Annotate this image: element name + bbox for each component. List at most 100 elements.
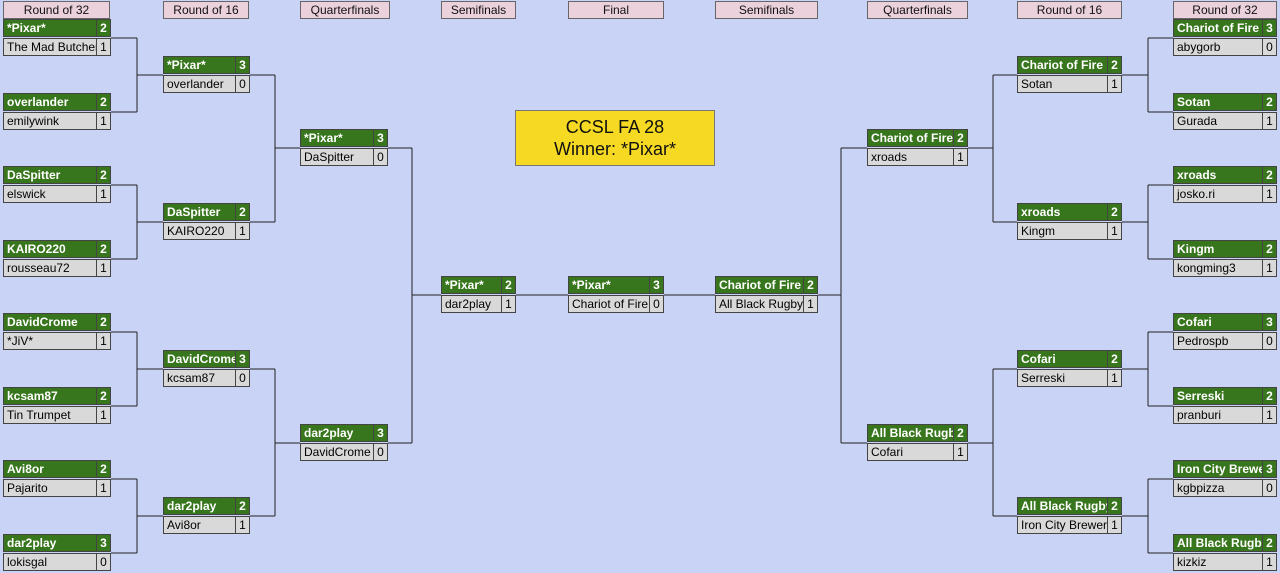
loser-name: KAIRO220	[167, 224, 225, 238]
winner-score: 3	[1262, 20, 1276, 36]
loser-score: 1	[96, 333, 110, 349]
winner-name: Kingm	[1177, 242, 1215, 256]
header-final: Final	[568, 1, 664, 19]
winner-name: *Pixar*	[572, 278, 611, 292]
header-semifinals-right: Semifinals	[715, 1, 818, 19]
winner-name: All Black Rugby	[1177, 536, 1262, 550]
winner-score: 3	[235, 57, 249, 73]
winner-score: 2	[235, 498, 249, 514]
loser-score: 1	[1107, 517, 1121, 533]
loser-name: xroads	[871, 150, 908, 164]
loser-score: 1	[235, 223, 249, 239]
winner-score: 3	[235, 351, 249, 367]
loser-name: Kingm	[1021, 224, 1056, 238]
loser-name: All Black Rugby	[719, 297, 803, 311]
loser-score: 1	[953, 444, 967, 460]
loser-score: 0	[96, 554, 110, 570]
loser-score: 1	[96, 39, 110, 55]
winner-name: *Pixar*	[7, 21, 46, 35]
loser-score: 0	[373, 149, 387, 165]
winner-name: DavidCrome	[7, 315, 78, 329]
loser-score: 1	[96, 186, 110, 202]
winner-name: Iron City Brewer	[1177, 462, 1262, 476]
winner-score: 2	[96, 20, 110, 36]
winner-row: *Pixar*3	[163, 56, 250, 74]
winner-name: All Black Rugby	[871, 426, 953, 440]
winner-name: xroads	[1021, 205, 1061, 219]
winner-name: Chariot of Fire	[719, 278, 802, 292]
match-l32-5: DavidCrome 2 *JiV* 1	[3, 313, 111, 350]
winner-name: dar2play	[304, 426, 354, 440]
loser-score: 1	[96, 260, 110, 276]
loser-name: Chariot of Fire	[572, 297, 649, 311]
winner-name: DaSpitter	[167, 205, 221, 219]
loser-name: DavidCrome	[304, 445, 371, 459]
loser-score: 0	[373, 444, 387, 460]
header-round-of-16-left: Round of 16	[163, 1, 249, 19]
loser-score: 1	[1262, 260, 1276, 276]
winner-score: 3	[649, 277, 663, 293]
winner-name: Chariot of Fire	[1177, 21, 1260, 35]
winner-name: Chariot of Fire	[871, 131, 953, 145]
loser-name: pranburi	[1177, 408, 1222, 422]
winner-score: 2	[953, 425, 967, 441]
loser-score: 0	[235, 370, 249, 386]
winner-score: 2	[1262, 535, 1276, 551]
winner-score: 2	[96, 314, 110, 330]
tournament-title-box: CCSL FA 28 Winner: *Pixar*	[515, 110, 715, 166]
loser-score: 1	[1107, 370, 1121, 386]
winner-row: *Pixar* 2	[3, 19, 111, 37]
winner-row: DavidCrome 2	[3, 313, 111, 331]
loser-name: kgbpizza	[1177, 481, 1225, 495]
loser-name: Iron City Brewer	[1021, 518, 1107, 532]
winner-score: 2	[953, 130, 967, 146]
winner-name: All Black Rugby	[1021, 499, 1107, 513]
winner-score: 2	[803, 277, 817, 293]
tournament-title: CCSL FA 28	[565, 117, 665, 137]
loser-score: 0	[1262, 39, 1276, 55]
loser-name: kizkiz	[1177, 555, 1207, 569]
match-rqf-2: All Black Rugby2Cofari1	[867, 424, 968, 461]
winner-score: 2	[1107, 57, 1121, 73]
winner-row: *Pixar*2	[441, 276, 516, 294]
loser-name: *JiV*	[7, 334, 34, 348]
loser-score: 0	[1262, 333, 1276, 349]
